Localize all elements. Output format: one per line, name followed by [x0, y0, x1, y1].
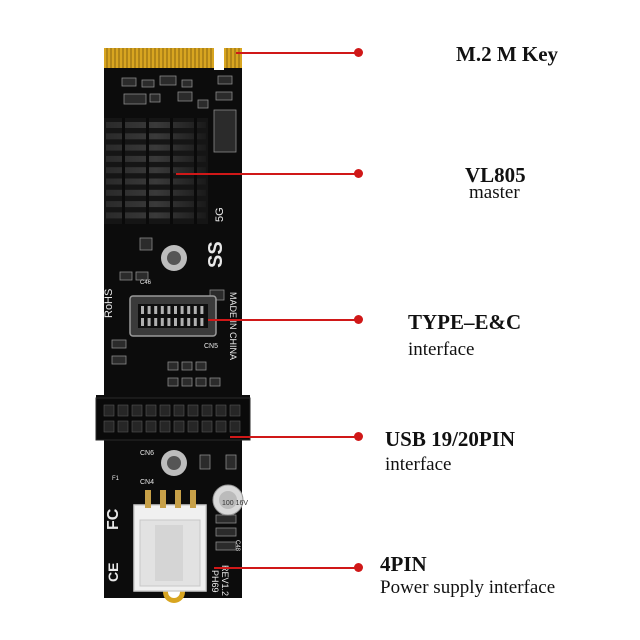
- callout-line-4pin: [214, 567, 358, 569]
- cn6-marking: CN6: [140, 450, 154, 457]
- f1-marking: F1: [112, 476, 120, 482]
- type-e-connector: [129, 295, 217, 337]
- capacitor: [212, 484, 244, 516]
- label-subtitle: Power supply interface: [380, 577, 556, 598]
- callout-line-m2: [236, 52, 358, 54]
- callout-dot-m2: [354, 48, 363, 57]
- label-4pin: 4PIN Power supply interface: [380, 552, 555, 600]
- label-subtitle: interface: [385, 454, 452, 475]
- ss-logo: SS: [205, 241, 227, 268]
- label-title: M.2 M Key: [456, 42, 559, 66]
- callout-line-typee: [208, 319, 358, 321]
- label-title: 4PIN: [380, 552, 427, 576]
- made-in-china-marking: MADE IN CHINA: [228, 292, 238, 360]
- 4pin-power-connector: [133, 490, 207, 592]
- cn4-marking: CN4: [140, 479, 154, 486]
- callout-line-usb: [230, 436, 358, 438]
- callout-dot-typee: [354, 315, 363, 324]
- rohs-marking: RoHS: [103, 289, 115, 318]
- label-m2-m-key: M.2 M Key: [456, 42, 558, 66]
- cn5-marking: CN5: [204, 343, 218, 350]
- label-usb-header: USB 19/20PIN interface: [385, 427, 515, 477]
- c46-marking: C46: [140, 280, 152, 286]
- label-title: USB 19/20PIN: [385, 427, 516, 451]
- capacitor-marking: 100 16V: [222, 500, 248, 507]
- label-title: TYPE–E&C: [408, 310, 522, 334]
- callout-dot-vl805: [354, 169, 363, 178]
- label-vl805: VL805 master: [465, 163, 526, 205]
- ce-logo: CE: [105, 563, 121, 582]
- usb-pin-header: [95, 397, 251, 441]
- callout-dot-4pin: [354, 563, 363, 572]
- heatsink: [104, 118, 208, 224]
- 5g-marking: 5G: [214, 207, 226, 222]
- rev-marking: REV1.2: [220, 565, 230, 596]
- label-title: VL805: [465, 163, 526, 187]
- label-subtitle: master: [469, 182, 520, 203]
- mounting-hole: [161, 245, 187, 603]
- label-subtitle: interface: [408, 339, 475, 360]
- fcc-logo: FC: [105, 508, 122, 530]
- smd-components: [111, 75, 237, 551]
- label-type-e: TYPE–E&C interface: [408, 310, 521, 362]
- callout-dot-usb: [354, 432, 363, 441]
- callout-line-vl805: [176, 173, 358, 175]
- model-marking: PH69: [210, 570, 220, 593]
- m2-notch: [214, 44, 224, 70]
- c48-marking: C48: [234, 540, 240, 552]
